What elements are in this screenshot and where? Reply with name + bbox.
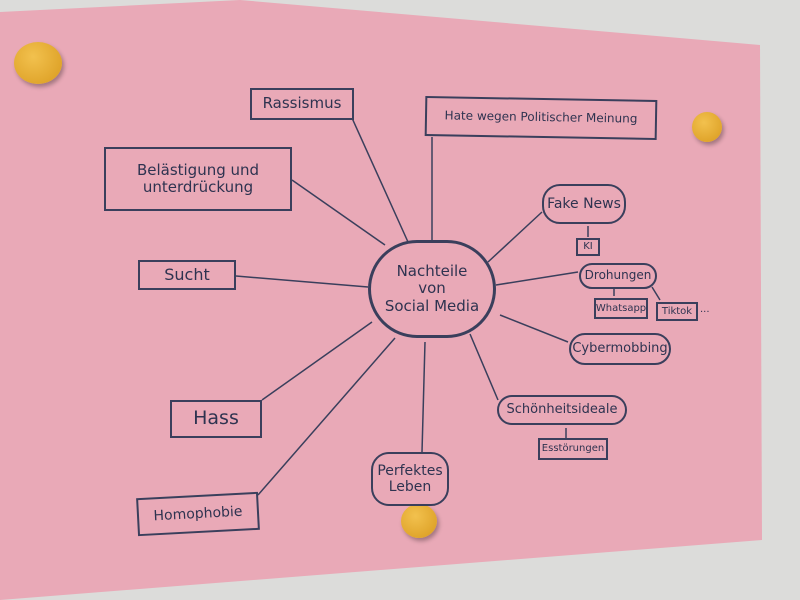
magnet-top-left	[14, 42, 62, 84]
node-belaestigung: Belästigung und unterdrückung	[104, 147, 292, 211]
node-rassismus: Rassismus	[250, 88, 354, 120]
node-homophobie: Homophobie	[136, 491, 260, 537]
node-perfektes-leben: Perfektes Leben	[371, 452, 449, 506]
node-sucht: Sucht	[138, 260, 236, 290]
node-cybermobbing: Cybermobbing	[569, 333, 671, 365]
node-hass: Hass	[170, 400, 262, 438]
node-ki: KI	[576, 238, 600, 256]
node-essstoerungen: Esstörungen	[538, 438, 608, 460]
node-whatsapp: Whatsapp	[594, 298, 648, 319]
node-hate: Hate wegen Politischer Meinung	[424, 95, 658, 141]
tiktok-ellipsis: ...	[700, 304, 710, 315]
node-schoenheitsideale: Schönheitsideale	[497, 395, 627, 425]
magnet-top-right	[692, 112, 722, 142]
connector-lines	[235, 117, 661, 496]
node-tiktok: Tiktok	[656, 302, 698, 321]
node-drohungen: Drohungen	[579, 263, 657, 289]
node-fake-news: Fake News	[542, 184, 626, 224]
magnet-bottom	[401, 504, 437, 538]
center-node: Nachteile von Social Media	[368, 240, 496, 338]
